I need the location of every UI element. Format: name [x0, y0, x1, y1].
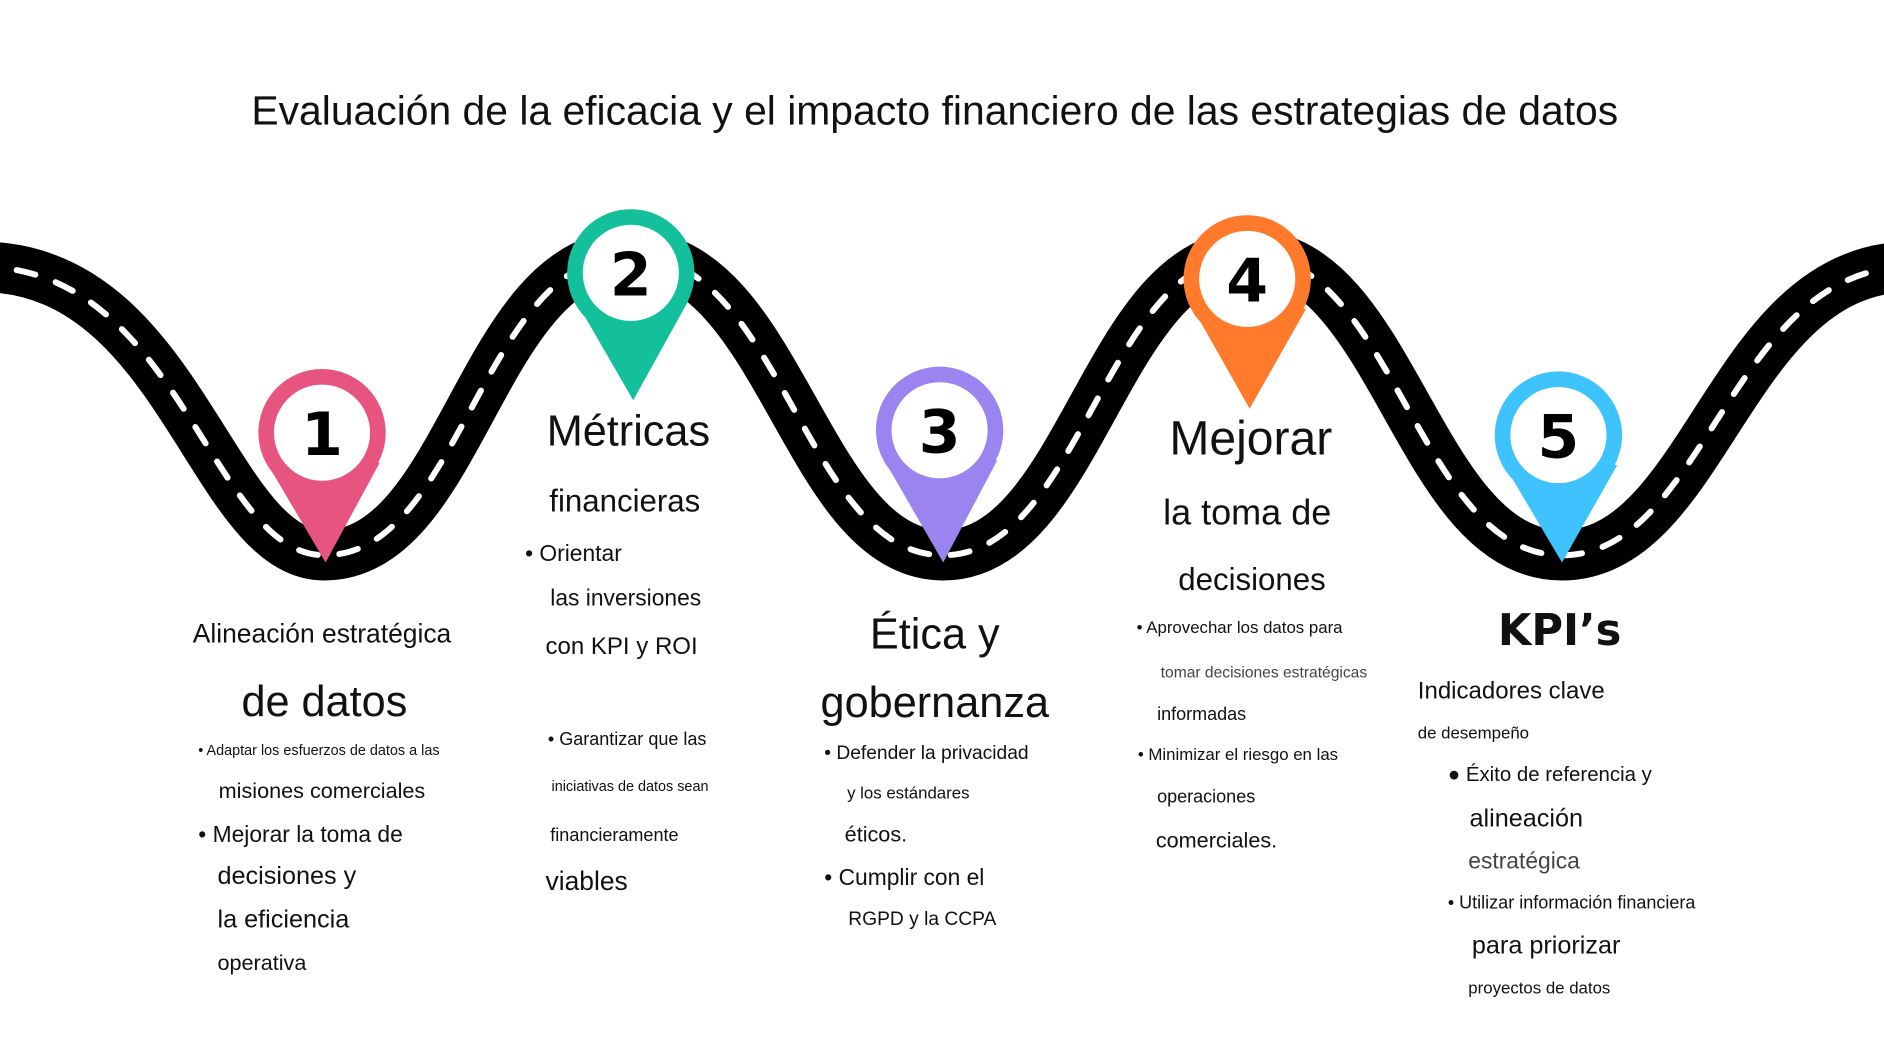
step-1-text: Alineación estratégica de datos • Adapta…: [193, 618, 452, 975]
step-number: 1: [301, 400, 343, 470]
step-4-text: Mejorar la toma de decisiones • Aprovech…: [1137, 412, 1368, 853]
step-heading: gobernanza: [821, 679, 1050, 727]
step-heading: de datos: [241, 678, 407, 726]
bullet-text: la eficiencia: [217, 905, 350, 933]
page-title: Evaluación de la eficacia y el impacto f…: [251, 88, 1618, 134]
bullet-text: informadas: [1157, 704, 1246, 724]
bullet-text: RGPD y la CCPA: [848, 909, 996, 930]
bullet-text: decisiones y: [217, 862, 356, 890]
pin-1: 1: [258, 368, 386, 563]
bullet-text: tomar decisiones estratégicas: [1161, 664, 1368, 681]
bullet-text: • Aprovechar los datos para: [1137, 618, 1344, 637]
step-heading: decisiones: [1178, 562, 1326, 597]
step-5-text: KPI’s Indicadores clave de desempeño ● É…: [1418, 606, 1697, 997]
bullet-text: estratégica: [1468, 847, 1580, 873]
step-number: 5: [1537, 402, 1579, 472]
bullet-text: • Garantizar que las: [548, 729, 707, 749]
bullet-text: para priorizar: [1472, 932, 1621, 960]
step-heading: KPI’s: [1498, 606, 1621, 656]
bullet-text: • Utilizar información financiera: [1448, 892, 1697, 912]
pin-5: 5: [1494, 371, 1623, 563]
bullet-text: proyectos de datos: [1468, 978, 1610, 997]
bullet-text: • Cumplir con el: [824, 864, 984, 890]
step-2-text: Métricas financieras • Orientar las inve…: [525, 407, 710, 895]
step-3-text: Ética y gobernanza • Defender la privaci…: [821, 611, 1050, 930]
pin-3: 3: [875, 366, 1004, 563]
bullet-text: misiones comerciales: [219, 778, 426, 803]
bullet-text: • Orientar: [525, 540, 622, 566]
step-heading: Alineación estratégica: [193, 618, 452, 648]
step-number: 2: [610, 240, 652, 310]
step-number: 3: [919, 398, 961, 468]
bullet-text: viables: [545, 866, 627, 896]
step-subheading: de desempeño: [1418, 724, 1529, 743]
bullet-text: • Adaptar los esfuerzos de datos a las: [198, 743, 439, 759]
bullet-text: operaciones: [1157, 787, 1255, 807]
bullet-text: • Minimizar el riesgo en las: [1138, 745, 1338, 764]
bullet-text: alineación: [1469, 804, 1583, 832]
step-heading: Ética y: [870, 611, 1000, 659]
bullet-text: iniciativas de datos sean: [552, 779, 709, 795]
step-heading: Mejorar: [1169, 412, 1332, 466]
step-subheading: Indicadores clave: [1418, 678, 1605, 705]
pin-4: 4: [1183, 215, 1311, 409]
bullet-text: ● Éxito de referencia y: [1448, 763, 1653, 786]
bullet-text: éticos.: [845, 821, 907, 846]
bullet-text: operativa: [217, 950, 307, 975]
bullet-text: y los estándares: [847, 784, 969, 803]
bullet-text: las inversiones: [550, 584, 701, 610]
pin-2: 2: [567, 209, 695, 401]
bullet-text: con KPI y ROI: [545, 633, 697, 660]
bullet-text: • Defender la privacidad: [824, 743, 1028, 764]
bullet-text: financieramente: [550, 825, 678, 845]
step-heading: Métricas: [547, 407, 710, 455]
step-heading: financieras: [549, 484, 700, 519]
bullet-text: comerciales.: [1156, 827, 1277, 852]
bullet-text: • Mejorar la toma de: [198, 821, 403, 847]
step-heading: la toma de: [1163, 491, 1331, 532]
step-number: 4: [1226, 246, 1268, 316]
